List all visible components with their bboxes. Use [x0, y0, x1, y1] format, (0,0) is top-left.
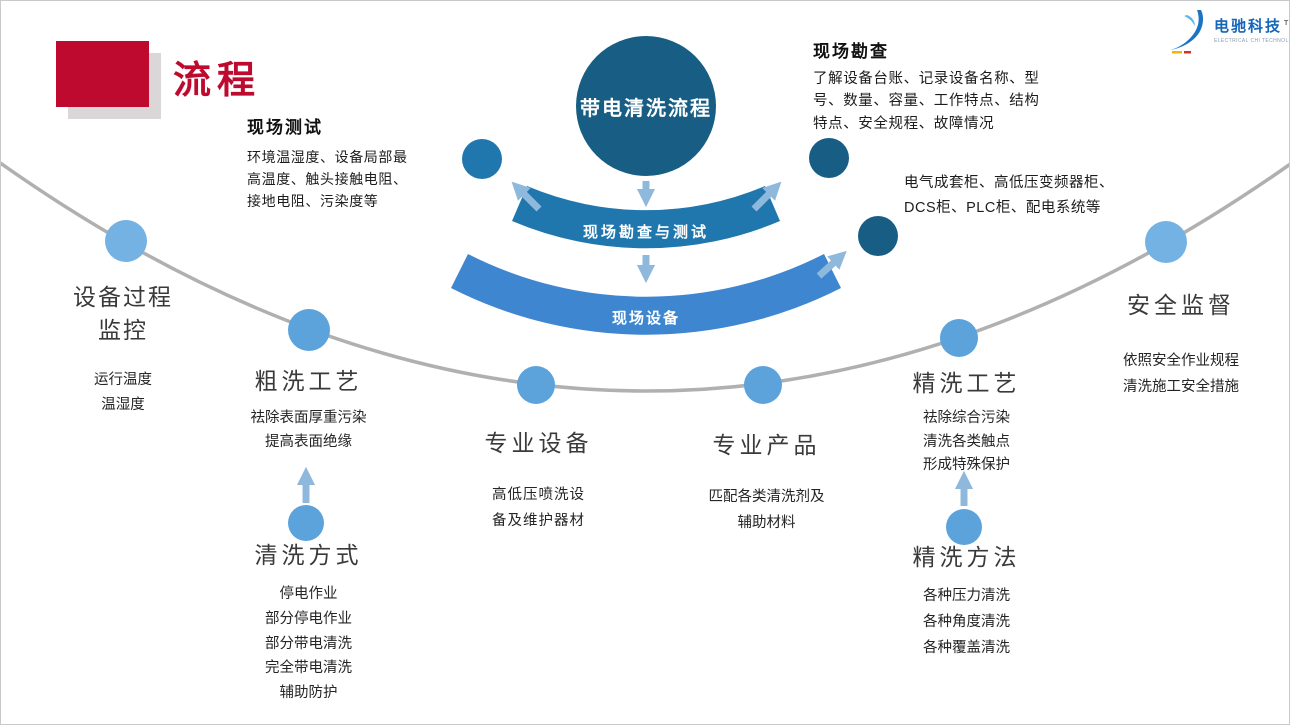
title-block [56, 41, 149, 107]
note-body: 环境温湿度、设备局部最 高温度、触头接触电阻、 接地电阻、污染度等 [247, 149, 408, 210]
node-circle [517, 366, 555, 404]
station-fine-method: 精洗方法 各种压力清洗 各种角度清洗 各种覆盖清洗 [874, 541, 1059, 662]
logo-mark-icon [1170, 10, 1204, 54]
center-circle-label: 带电清洗流程 [580, 97, 712, 120]
flow-arrows [296, 181, 974, 506]
station-detail: 匹配各类清洗剂及 辅助材料 [708, 489, 825, 532]
node-circle-finemethod [946, 509, 982, 545]
station-device-monitor: 设备过程 监控 运行温度 温湿度 [39, 281, 207, 418]
station-professional-product: 专业产品 匹配各类清洗剂及 辅助材料 [674, 429, 859, 537]
page-title: 流程 [173, 60, 262, 102]
station-label: 专业产品 [712, 432, 821, 458]
station-label: 粗洗工艺 [254, 368, 363, 394]
station-cleaning-mode: 清洗方式 停电作业 部分停电作业 部分带电清洗 完全带电清洗 辅助防护 [216, 539, 401, 706]
node-circle [1145, 221, 1187, 263]
logo-brand: 电驰科技TM [1214, 15, 1290, 36]
node-circle-survey [809, 138, 849, 178]
node-circle [105, 220, 147, 262]
station-detail: 停电作业 部分停电作业 部分带电清洗 完全带电清洗 辅助防护 [265, 586, 352, 701]
station-label: 专业设备 [484, 430, 593, 456]
arc-band-survey-test [512, 186, 780, 249]
station-fine-cleaning: 精洗工艺 祛除综合污染 清洗各类触点 形成特殊保护 [874, 367, 1059, 477]
station-detail: 运行温度 温湿度 [94, 371, 152, 414]
node-circle [744, 366, 782, 404]
timeline-curve [1, 161, 1289, 393]
center-circle: 带电清洗流程 [576, 36, 716, 176]
note-title: 现场测试 [247, 118, 323, 137]
arrow-up-right-icon [816, 250, 847, 279]
logo-text: 电驰科技TM ELECTRICAL CHI TECHNOLOGY [1214, 9, 1290, 44]
arrow-up-left-icon [511, 181, 542, 212]
station-label: 设备过程 监控 [73, 284, 173, 344]
node-circle-test [462, 139, 502, 179]
station-rough-cleaning: 粗洗工艺 祛除表面厚重污染 提高表面绝缘 [216, 365, 401, 454]
note-site-survey: 现场勘查 了解设备台账、记录设备名称、型 号、数量、容量、工作特点、结构 特点、… [813, 37, 1113, 135]
logo-brand-text: 电驰科技 [1214, 18, 1283, 35]
note-field-test: 现场测试 环境温湿度、设备局部最 高温度、触头接触电阻、 接地电阻、污染度等 [247, 113, 462, 212]
arc-band-site-equipment [451, 254, 841, 335]
node-circle-cabinets [858, 216, 898, 256]
note-body: 了解设备台账、记录设备名称、型 号、数量、容量、工作特点、结构 特点、安全规程、… [813, 71, 1040, 132]
station-detail: 祛除综合污染 清洗各类触点 形成特殊保护 [923, 410, 1010, 473]
node-circle [940, 319, 978, 357]
node-circle [288, 309, 330, 351]
station-detail: 各种压力清洗 各种角度清洗 各种覆盖清洗 [923, 588, 1010, 656]
note-title: 现场勘查 [813, 42, 889, 61]
logo-caption: ELECTRICAL CHI TECHNOLOGY [1214, 38, 1289, 44]
station-detail: 祛除表面厚重污染 提高表面绝缘 [250, 410, 367, 450]
station-detail: 依照安全作业规程 清洗施工安全措施 [1123, 353, 1239, 396]
timeline-nodes [105, 138, 1187, 545]
note-cabinet-types: 电气成套柜、高低压变频器柜、 DCS柜、PLC柜、配电系统等 [904, 175, 1114, 217]
logo-tm: TM [1284, 20, 1290, 27]
station-label: 安全监督 [1127, 292, 1235, 318]
station-label: 清洗方式 [254, 542, 363, 568]
brand-logo: 电驰科技TM ELECTRICAL CHI TECHNOLOGY [1169, 9, 1290, 55]
station-professional-equipment: 专业设备 高低压喷洗设 备及维护器材 [446, 427, 631, 535]
band-label-survey-test: 现场勘查与测试 [582, 224, 709, 241]
station-safety-supervision: 安全监督 依照安全作业规程 清洗施工安全措施 [1081, 289, 1281, 401]
arrow-up-right-icon [751, 181, 782, 212]
node-circle-washmode [288, 505, 324, 541]
band-label-site-equipment: 现场设备 [611, 310, 680, 327]
station-detail: 高低压喷洗设 备及维护器材 [492, 487, 585, 530]
station-label: 精洗方法 [912, 544, 1021, 570]
station-label: 精洗工艺 [912, 370, 1021, 396]
